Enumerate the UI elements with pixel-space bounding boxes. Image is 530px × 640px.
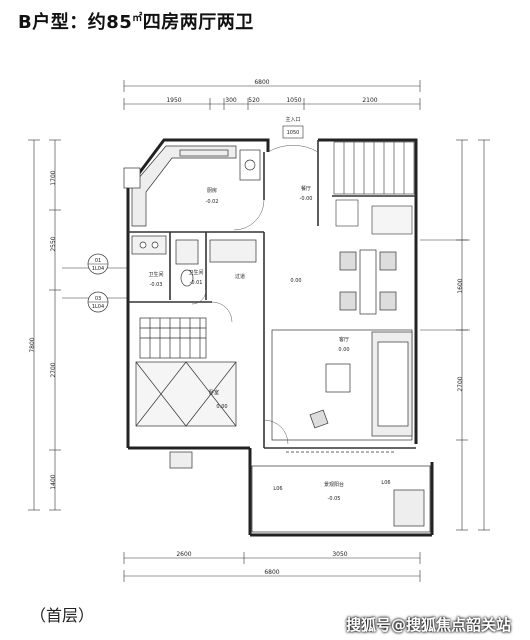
tag-ld2: L06 (381, 480, 390, 486)
dim-top-seg-3: 520 (248, 97, 260, 104)
dim-top-seg-2: 300 (225, 97, 237, 104)
dim-left-seg-3: 2700 (50, 362, 57, 377)
axis-bubble-1: 01 1L04 (87, 253, 109, 275)
dim-top-seg-1: 1950 (166, 97, 181, 104)
axis-2-top: 03 (95, 296, 101, 302)
dim-right-seg-1: 1600 (457, 278, 464, 293)
room-balcony-name: 景观阳台 (324, 481, 344, 488)
room-living-area: 0.00 (338, 347, 349, 353)
dim-left-seg-4: 1400 (50, 474, 57, 489)
page-title: B户型：约85㎡四房两厅两卫 (18, 12, 254, 33)
top-dimensions (123, 80, 421, 110)
bedroom-furniture (135, 317, 237, 469)
dim-right-seg-2: 2700 (457, 376, 464, 391)
dim-top-total: 6800 (254, 79, 269, 86)
room-balcony-area: -0.05 (328, 496, 341, 502)
dim-bottom-seg-1: 2600 (176, 551, 191, 558)
axis-1-bottom: 1L04 (92, 266, 104, 272)
inner-walls (128, 140, 416, 449)
room-kitchen-name: 厨房 (207, 187, 217, 194)
walls (126, 138, 434, 537)
room-corridor-area: 0.00 (290, 278, 301, 284)
living-furniture (271, 329, 413, 441)
dim-left-seg-1: 1700 (50, 170, 57, 185)
tag-ld1: L06 (273, 486, 282, 492)
watermark: 搜狐号@搜狐焦点韶关站 (346, 616, 512, 634)
bathroom-fixtures (131, 235, 257, 287)
dining-table (339, 249, 397, 315)
dim-top-seg-5: 2100 (362, 97, 377, 104)
axis-2-bottom: 1L04 (92, 304, 104, 310)
room-bedroom-name: 卧室 (209, 389, 219, 396)
dim-left-seg-2: 2550 (50, 236, 57, 251)
room-bath1-area: -0.03 (150, 282, 163, 288)
room-dining-name: 餐厅 (301, 185, 311, 192)
room-bath2-name: 卫生间 (188, 269, 203, 276)
axis-1-top: 01 (95, 258, 101, 264)
entry-marker (282, 125, 304, 139)
dining-stair (333, 141, 415, 235)
right-dimensions (420, 139, 490, 531)
room-kitchen-area: -0.02 (206, 199, 219, 205)
room-living-name: 客厅 (339, 336, 349, 343)
left-dimensions (28, 139, 128, 511)
dim-bottom-total: 6800 (264, 569, 279, 576)
bottom-dimensions (123, 552, 421, 582)
room-dining-area: -0.00 (300, 196, 313, 202)
balcony (251, 451, 431, 533)
room-bath2-area: -0.01 (190, 280, 203, 286)
doors (191, 145, 319, 445)
dim-left-total: 7800 (29, 337, 36, 352)
dim-top-seg-4: 1050 (286, 97, 301, 104)
axis-bubble-2: 03 1L04 (87, 291, 109, 313)
entry-label: 主入口 (285, 116, 300, 123)
entry-dim: 1050 (287, 130, 300, 136)
room-corridor-name: 过道 (235, 273, 245, 280)
dim-bottom-seg-2: 3050 (332, 551, 347, 558)
room-bedroom-area: 0.00 (216, 404, 227, 410)
room-bath1-name: 卫生间 (148, 271, 163, 278)
kitchen-counter (123, 145, 261, 227)
floor-caption: （首层） (30, 606, 95, 625)
